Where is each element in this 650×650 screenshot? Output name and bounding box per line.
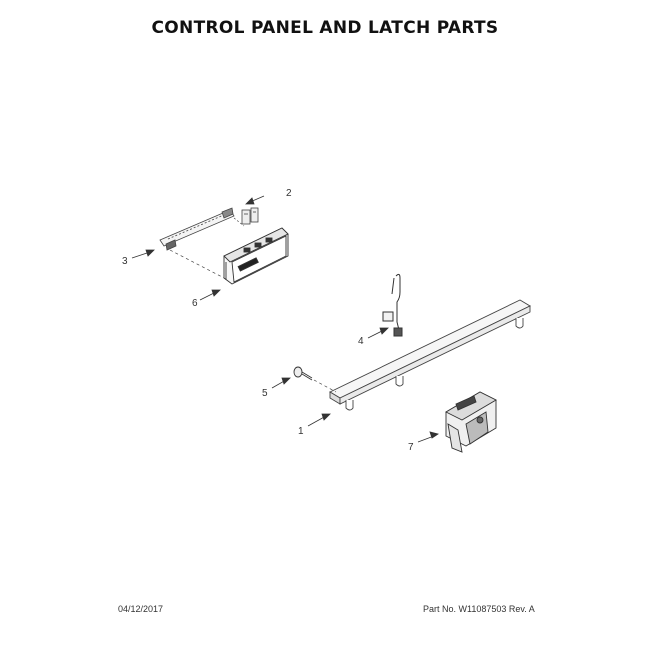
callout-3: 3 (122, 256, 128, 267)
callout-1: 1 (298, 426, 304, 437)
callout-2: 2 (286, 188, 292, 199)
footer-part-number: Part No. W11087503 Rev. A (423, 604, 535, 614)
callout-7: 7 (408, 442, 414, 453)
footer-date: 04/12/2017 (118, 604, 164, 614)
callout-arrows (131, 195, 439, 443)
assembly-line-5-1 (313, 379, 337, 393)
part-6-control-board[interactable] (223, 227, 289, 285)
callout-4: 4 (358, 336, 364, 347)
part-4-wire-harness[interactable] (382, 273, 403, 337)
part-2-clips[interactable] (241, 207, 259, 225)
part-3-bracket[interactable] (159, 207, 235, 251)
part-7-latch[interactable] (445, 391, 497, 453)
assembly-line-3-6 (169, 249, 225, 279)
callout-5: 5 (262, 388, 268, 399)
callout-6: 6 (192, 298, 198, 309)
page-title: CONTROL PANEL AND LATCH PARTS (151, 18, 499, 38)
part-1-rail[interactable] (329, 299, 531, 411)
part-5-screw[interactable] (293, 366, 313, 381)
